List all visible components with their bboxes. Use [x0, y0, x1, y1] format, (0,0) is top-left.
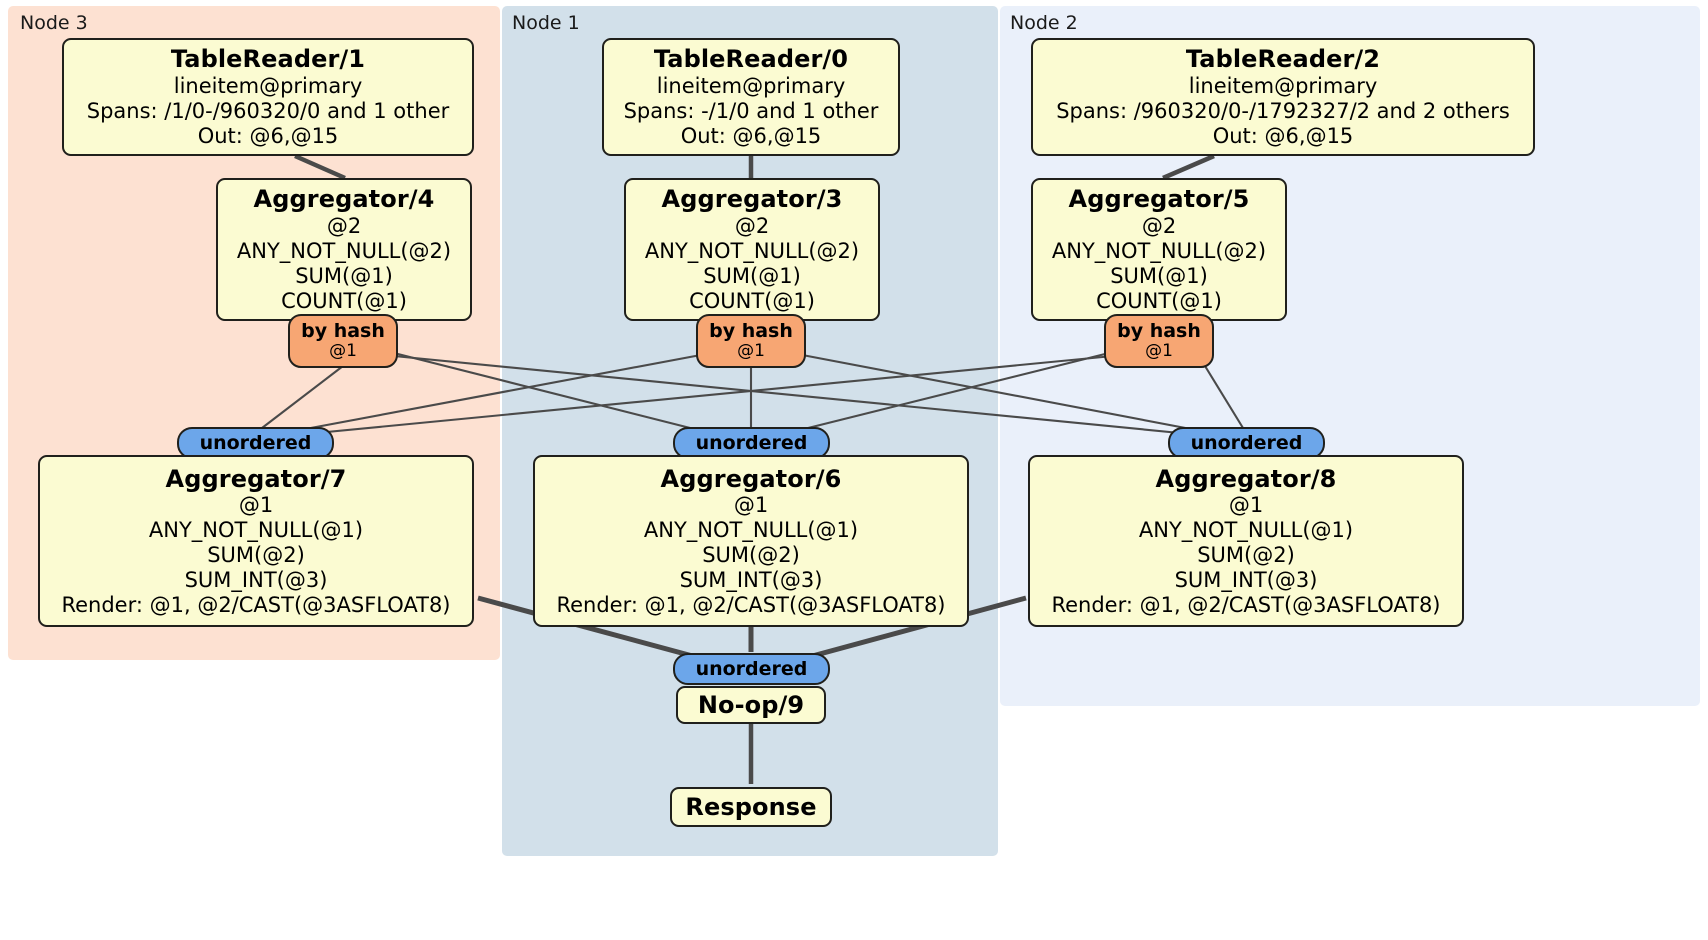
- processor-line: SUM(@2): [702, 542, 800, 567]
- processor-line: SUM(@1): [703, 263, 801, 288]
- processor-title: Aggregator/6: [660, 464, 842, 493]
- processor-line: Render: @1, @2/CAST(@3ASFLOAT8): [61, 592, 451, 617]
- processor-line: ANY_NOT_NULL(@2): [236, 238, 452, 263]
- processor-line: ANY_NOT_NULL(@1): [643, 517, 859, 542]
- router-label: by hash: [709, 320, 793, 343]
- processor-line: lineitem@primary: [1188, 73, 1378, 98]
- router-by-hash-mid[interactable]: by hash @1: [696, 314, 806, 368]
- processor-line: Spans: -/1/0 and 1 other: [623, 98, 879, 123]
- processor-aggregator-6[interactable]: Aggregator/6 @1 ANY_NOT_NULL(@1) SUM(@2)…: [533, 455, 969, 627]
- processor-line: SUM_INT(@3): [184, 567, 328, 592]
- processor-title: Aggregator/8: [1155, 464, 1337, 493]
- processor-line: SUM(@2): [207, 542, 305, 567]
- processor-aggregator-8[interactable]: Aggregator/8 @1 ANY_NOT_NULL(@1) SUM(@2)…: [1028, 455, 1464, 627]
- processor-title: TableReader/2: [1185, 45, 1381, 74]
- processor-line: ANY_NOT_NULL(@2): [644, 238, 860, 263]
- node-label-node2: Node 2: [1010, 12, 1078, 34]
- processor-line: @2: [326, 213, 362, 238]
- router-label: unordered: [199, 431, 312, 454]
- processor-line: SUM_INT(@3): [1174, 567, 1318, 592]
- router-sublabel: @1: [1145, 341, 1173, 362]
- processor-line: Out: @6,@15: [1212, 123, 1354, 148]
- processor-title: Aggregator/7: [165, 464, 347, 493]
- processor-aggregator-5[interactable]: Aggregator/5 @2 ANY_NOT_NULL(@2) SUM(@1)…: [1031, 178, 1287, 321]
- processor-line: @1: [733, 492, 769, 517]
- router-label: unordered: [1190, 431, 1303, 454]
- processor-line: Out: @6,@15: [680, 123, 822, 148]
- processor-line: lineitem@primary: [173, 73, 363, 98]
- processor-line: SUM(@1): [1110, 263, 1208, 288]
- processor-title: Response: [685, 792, 817, 821]
- processor-title: Aggregator/4: [253, 185, 435, 214]
- processor-table-reader-0[interactable]: TableReader/0 lineitem@primary Spans: -/…: [602, 38, 900, 156]
- router-label: by hash: [1117, 320, 1201, 343]
- router-label: unordered: [695, 431, 808, 454]
- processor-line: Render: @1, @2/CAST(@3ASFLOAT8): [556, 592, 946, 617]
- processor-title: Aggregator/3: [661, 185, 843, 214]
- processor-line: COUNT(@1): [689, 288, 815, 313]
- processor-table-reader-1[interactable]: TableReader/1 lineitem@primary Spans: /1…: [62, 38, 474, 156]
- router-by-hash-right[interactable]: by hash @1: [1104, 314, 1214, 368]
- processor-title: TableReader/0: [653, 45, 849, 74]
- processor-no-op-9[interactable]: No-op/9: [676, 686, 826, 724]
- processor-line: COUNT(@1): [281, 288, 407, 313]
- processor-line: @2: [1141, 213, 1177, 238]
- processor-aggregator-3[interactable]: Aggregator/3 @2 ANY_NOT_NULL(@2) SUM(@1)…: [624, 178, 880, 321]
- processor-aggregator-7[interactable]: Aggregator/7 @1 ANY_NOT_NULL(@1) SUM(@2)…: [38, 455, 474, 627]
- node-label-node3: Node 3: [20, 12, 88, 34]
- router-label: unordered: [695, 657, 808, 680]
- router-by-hash-left[interactable]: by hash @1: [288, 314, 398, 368]
- processor-line: SUM(@2): [1197, 542, 1295, 567]
- processor-line: @1: [238, 492, 274, 517]
- router-label: by hash: [301, 320, 385, 343]
- processor-line: Render: @1, @2/CAST(@3ASFLOAT8): [1051, 592, 1441, 617]
- processor-line: Spans: /1/0-/960320/0 and 1 other: [86, 98, 450, 123]
- processor-line: SUM_INT(@3): [679, 567, 823, 592]
- processor-aggregator-4[interactable]: Aggregator/4 @2 ANY_NOT_NULL(@2) SUM(@1)…: [216, 178, 472, 321]
- node-label-node1: Node 1: [512, 12, 580, 34]
- processor-line: Out: @6,@15: [197, 123, 339, 148]
- processor-title: TableReader/1: [170, 45, 366, 74]
- processor-line: @1: [1228, 492, 1264, 517]
- processor-response[interactable]: Response: [670, 787, 832, 827]
- router-unordered-left[interactable]: unordered: [177, 427, 334, 459]
- processor-line: lineitem@primary: [656, 73, 846, 98]
- processor-title: No-op/9: [697, 690, 805, 719]
- processor-line: ANY_NOT_NULL(@2): [1051, 238, 1267, 263]
- processor-table-reader-2[interactable]: TableReader/2 lineitem@primary Spans: /9…: [1031, 38, 1535, 156]
- processor-line: SUM(@1): [295, 263, 393, 288]
- router-sublabel: @1: [329, 341, 357, 362]
- processor-line: @2: [734, 213, 770, 238]
- router-unordered-mid[interactable]: unordered: [673, 427, 830, 459]
- processor-line: ANY_NOT_NULL(@1): [1138, 517, 1354, 542]
- processor-line: COUNT(@1): [1096, 288, 1222, 313]
- router-sublabel: @1: [737, 341, 765, 362]
- processor-line: ANY_NOT_NULL(@1): [148, 517, 364, 542]
- processor-title: Aggregator/5: [1068, 185, 1250, 214]
- router-unordered-final[interactable]: unordered: [673, 653, 830, 685]
- processor-line: Spans: /960320/0-/1792327/2 and 2 others: [1056, 98, 1510, 123]
